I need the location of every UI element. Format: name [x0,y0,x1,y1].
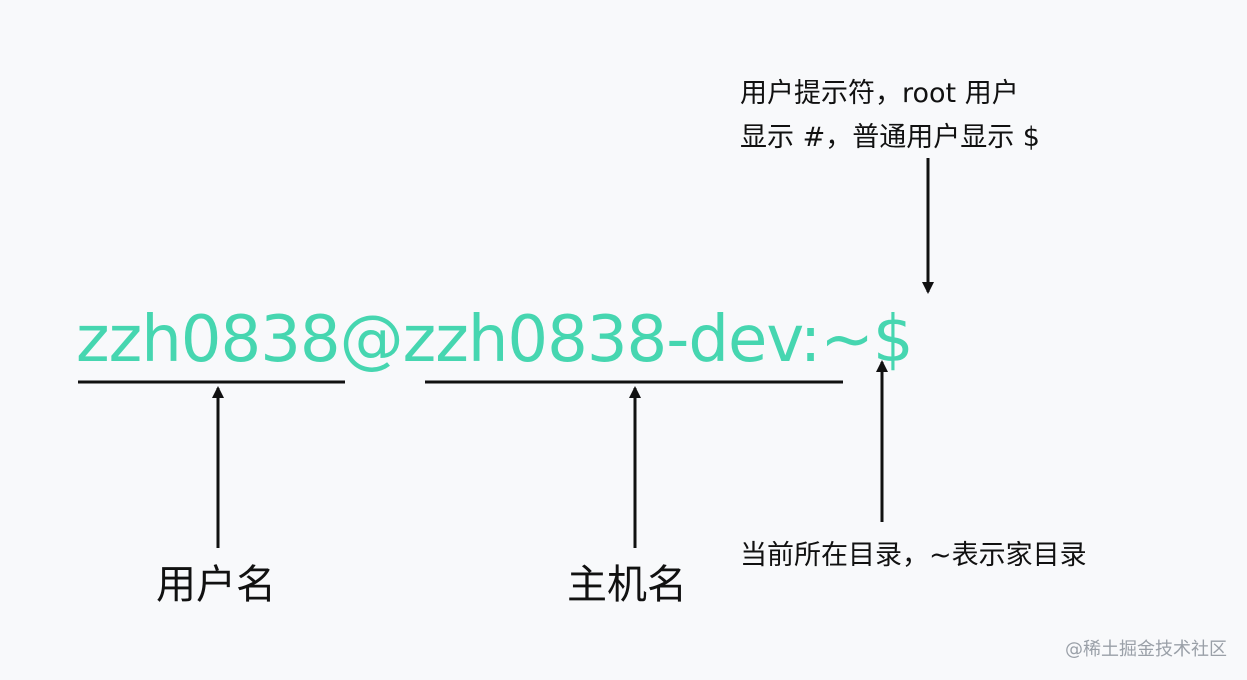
prompt-at-sign: @ [339,303,404,377]
username-label: 用户名 [156,562,276,608]
prompt-hostname: zzh0838-dev [402,303,801,377]
shell-prompt: zzh0838@zzh0838-dev:~$ [76,296,914,384]
watermark: @稀土掘金技术社区 [1065,639,1227,660]
hostname-label: 主机名 [567,562,687,608]
prompt-current-dir: ~ [820,303,874,377]
prompt-symbol-label-line2: 显示 #，普通用户显示 $ [740,122,1040,153]
prompt-username: zzh0838 [76,303,341,377]
current-dir-label: 当前所在目录，~表示家目录 [740,540,1087,571]
prompt-symbol-label-line1: 用户提示符，root 用户 [740,78,1019,109]
prompt-colon: : [799,303,822,377]
